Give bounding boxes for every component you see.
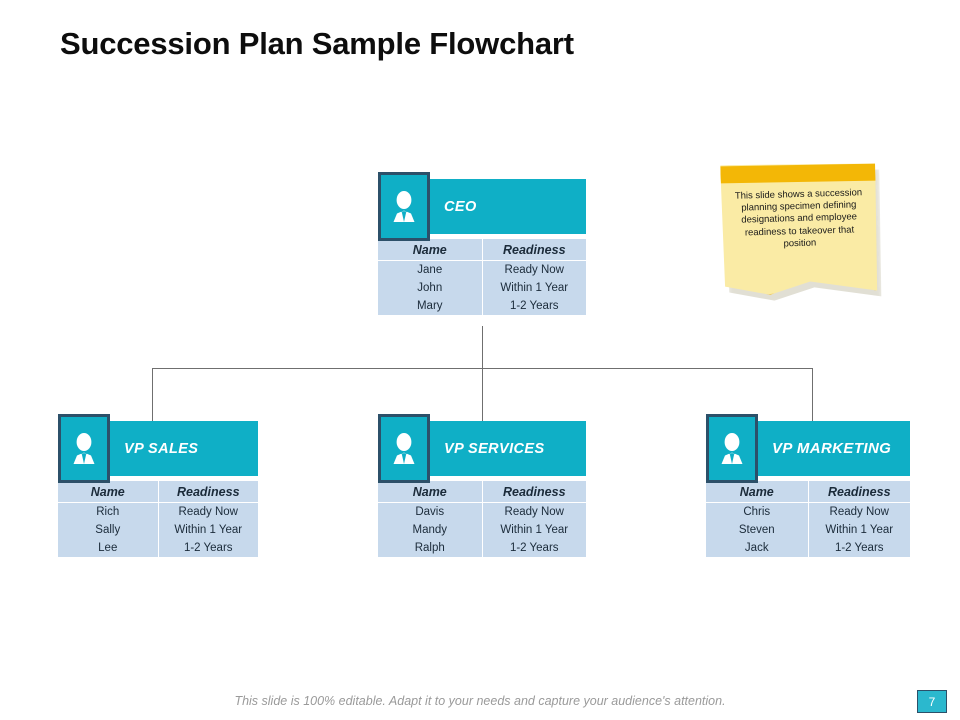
column-header-readiness: Readiness (808, 481, 910, 503)
column-header-name: Name (378, 481, 483, 503)
node-header-vp-marketing[interactable]: VP MARKETING (706, 414, 910, 483)
table-header-row: Name Readiness (378, 481, 586, 503)
cell-name: Rich (58, 502, 159, 521)
node-title-ceo: CEO (444, 198, 477, 215)
cell-name: Ralph (378, 539, 483, 557)
column-header-name: Name (378, 239, 483, 261)
readiness-table-vp-services: Name Readiness Davis Ready Now Mandy Wit… (378, 481, 586, 557)
node-title-vp-services: VP SERVICES (444, 440, 545, 457)
sticky-note-text: This slide shows a succession planning s… (734, 187, 863, 250)
readiness-table-ceo: Name Readiness Jane Ready Now John Withi… (378, 239, 586, 315)
cell-readiness: 1-2 Years (834, 542, 884, 554)
cell-name: Mary (378, 297, 483, 315)
table-row: Ralph 1-2 Years (378, 539, 586, 557)
cell-name: Jack (706, 539, 809, 557)
cell-name: Chris (706, 502, 809, 521)
table-row: Mandy Within 1 Year (378, 521, 586, 539)
org-node-vp-services[interactable]: VP SERVICES Name Readiness Davis Ready N… (378, 414, 586, 557)
footer-note: This slide is 100% editable. Adapt it to… (234, 694, 726, 708)
cell-name: Mandy (378, 521, 483, 539)
cell-readiness: Within 1 Year (174, 524, 243, 536)
node-header-vp-services[interactable]: VP SERVICES (378, 414, 586, 483)
table-row: Jack 1-2 Years (706, 539, 910, 557)
column-header-readiness: Readiness (482, 481, 586, 503)
cell-readiness: Within 1 Year (500, 524, 569, 536)
table-row: Mary 1-2 Years (378, 297, 586, 315)
readiness-table-vp-sales: Name Readiness Rich Ready Now Sally With… (58, 481, 258, 557)
table-row: Steven Within 1 Year (706, 521, 910, 539)
table-row: Jane Ready Now (378, 260, 586, 279)
cell-name: Lee (58, 539, 159, 557)
cell-readiness: Within 1 Year (825, 524, 894, 536)
connector-to-vp-sales (152, 368, 153, 421)
table-row: Chris Ready Now (706, 502, 910, 521)
table-header-row: Name Readiness (58, 481, 258, 503)
table-header-row: Name Readiness (706, 481, 910, 503)
table-row: Sally Within 1 Year (58, 521, 258, 539)
sticky-note-top-band (720, 164, 875, 184)
cell-name: Sally (58, 521, 159, 539)
cell-name: Jane (378, 260, 483, 279)
column-header-name: Name (58, 481, 159, 503)
cell-readiness: Ready Now (178, 506, 238, 518)
page-number-badge: 7 (917, 690, 947, 713)
cell-readiness: 1-2 Years (509, 542, 559, 554)
cell-readiness: Ready Now (504, 506, 564, 518)
cell-name: Steven (706, 521, 809, 539)
person-icon (378, 172, 430, 241)
connector-to-vp-marketing (812, 368, 813, 421)
table-row: Rich Ready Now (58, 502, 258, 521)
cell-readiness: 1-2 Years (183, 542, 233, 554)
table-row: John Within 1 Year (378, 279, 586, 297)
connector-ceo-down (482, 326, 483, 369)
node-header-vp-sales[interactable]: VP SALES (58, 414, 258, 483)
cell-readiness: Ready Now (504, 264, 564, 276)
cell-readiness: Within 1 Year (500, 282, 569, 294)
cell-readiness: 1-2 Years (509, 300, 559, 312)
org-node-ceo[interactable]: CEO Name Readiness Jane Ready Now John W… (378, 172, 586, 315)
node-header-ceo[interactable]: CEO (378, 172, 586, 241)
page-title: Succession Plan Sample Flowchart (60, 26, 574, 61)
table-header-row: Name Readiness (378, 239, 586, 261)
table-row: Davis Ready Now (378, 502, 586, 521)
node-title-vp-marketing: VP MARKETING (772, 440, 892, 457)
connector-to-vp-services (482, 368, 483, 421)
person-icon (58, 414, 110, 483)
sticky-note: This slide shows a succession planning s… (720, 161, 879, 300)
column-header-name: Name (706, 481, 809, 503)
cell-name: John (378, 279, 483, 297)
org-node-vp-sales[interactable]: VP SALES Name Readiness Rich Ready Now S… (58, 414, 258, 557)
column-header-readiness: Readiness (482, 239, 586, 261)
person-icon (378, 414, 430, 483)
readiness-table-vp-marketing: Name Readiness Chris Ready Now Steven Wi… (706, 481, 910, 557)
sticky-note-body: This slide shows a succession planning s… (720, 161, 879, 300)
node-title-vp-sales: VP SALES (124, 440, 199, 457)
cell-readiness: Ready Now (829, 506, 889, 518)
column-header-readiness: Readiness (158, 481, 258, 503)
table-row: Lee 1-2 Years (58, 539, 258, 557)
org-node-vp-marketing[interactable]: VP MARKETING Name Readiness Chris Ready … (706, 414, 910, 557)
cell-name: Davis (378, 502, 483, 521)
person-icon (706, 414, 758, 483)
